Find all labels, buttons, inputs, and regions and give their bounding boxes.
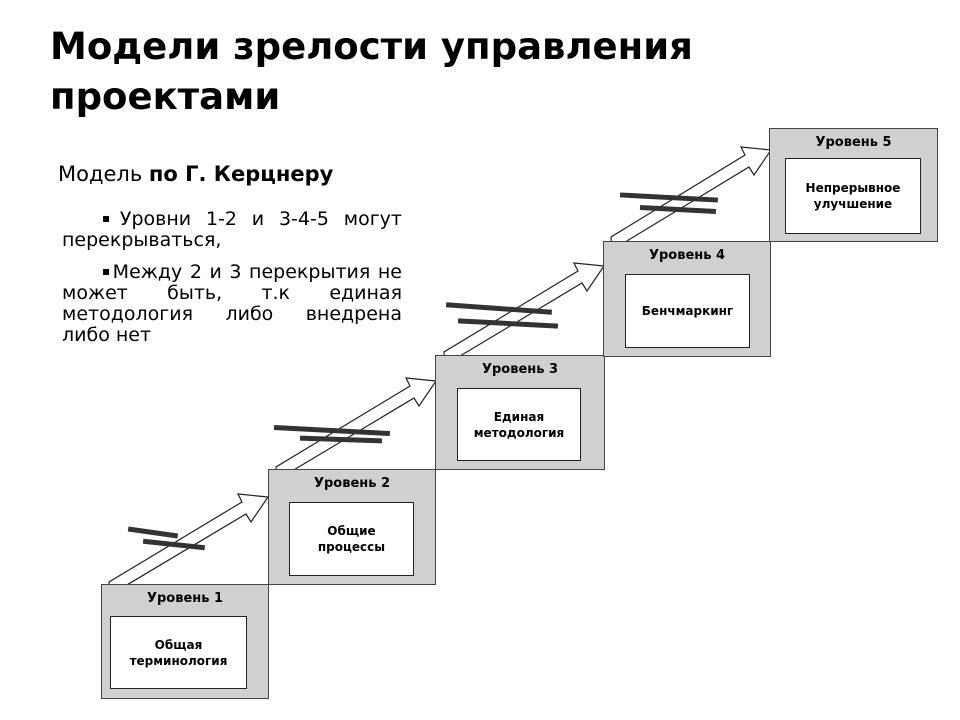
level-3-text-line1: Единая — [493, 409, 545, 424]
level-1-text-line2: терминология — [129, 653, 228, 668]
subtitle-author: по Г. Керцнеру — [148, 162, 334, 186]
bullet-text: Между 2 и 3 перекрытия не может быть, т.… — [62, 261, 402, 346]
bullet-item: ▪Между 2 и 3 перекрытия не может быть, т… — [62, 261, 402, 346]
arrow-2-label-mark — [299, 435, 383, 444]
bullet-mark: ▪ — [102, 211, 119, 225]
level-2-step: Уровень 2 Общие процессы — [268, 469, 436, 585]
level-2-text-line1: Общие — [327, 524, 376, 538]
arrow-4-label-mark — [619, 192, 719, 203]
level-1-text-line1: Общая — [154, 637, 203, 652]
level-5-text-line1: Непрерывное — [805, 181, 901, 195]
arrow-2-label-mark — [273, 424, 391, 437]
bullet-list: ▪Уровни 1-2 и 3-4-5 могут перекрываться,… — [62, 208, 402, 356]
level-5-step: Уровень 5 Непрерывное улучшение — [769, 128, 938, 242]
level-5-label: Уровень 5 — [815, 135, 892, 150]
arrow-4-label-mark — [639, 205, 717, 214]
model-subtitle: Модель по Г. Керцнеру — [58, 160, 333, 188]
level-4-text-line1: Бенчмаркинг — [641, 304, 734, 318]
level-3-label: Уровень 3 — [481, 362, 559, 377]
level-4-step: Уровень 4 Бенчмаркинг — [603, 241, 771, 357]
arrow-1-label-mark — [142, 538, 206, 551]
arrow-3-icon — [443, 262, 606, 367]
bullet-item: ▪Уровни 1-2 и 3-4-5 могут перекрываться, — [62, 208, 402, 251]
arrow-1-label-mark — [127, 526, 179, 539]
subtitle-prefix: Модель — [58, 162, 149, 186]
bullet-text: Уровни 1-2 и 3-4-5 могут перекрываться, — [62, 208, 402, 251]
level-1-label: Уровень 1 — [146, 591, 224, 606]
level-3-text-line2: методология — [473, 425, 565, 440]
level-4-box: Бенчмаркинг — [625, 274, 750, 348]
bullet-mark: ▪ — [102, 264, 112, 278]
level-2-text-line2: процессы — [317, 540, 386, 554]
level-5-box: Непрерывное улучшение — [785, 158, 921, 234]
arrow-2-icon — [275, 377, 438, 482]
level-4-label: Уровень 4 — [648, 248, 726, 263]
level-2-box: Общие процессы — [289, 502, 414, 576]
arrow-3-label-mark — [445, 302, 553, 315]
level-2-label: Уровень 2 — [313, 476, 391, 491]
level-5-text-line2: улучшение — [813, 197, 893, 211]
page-title: Модели зрелости управления проектами — [50, 25, 693, 118]
arrow-3-label-mark — [457, 318, 559, 329]
